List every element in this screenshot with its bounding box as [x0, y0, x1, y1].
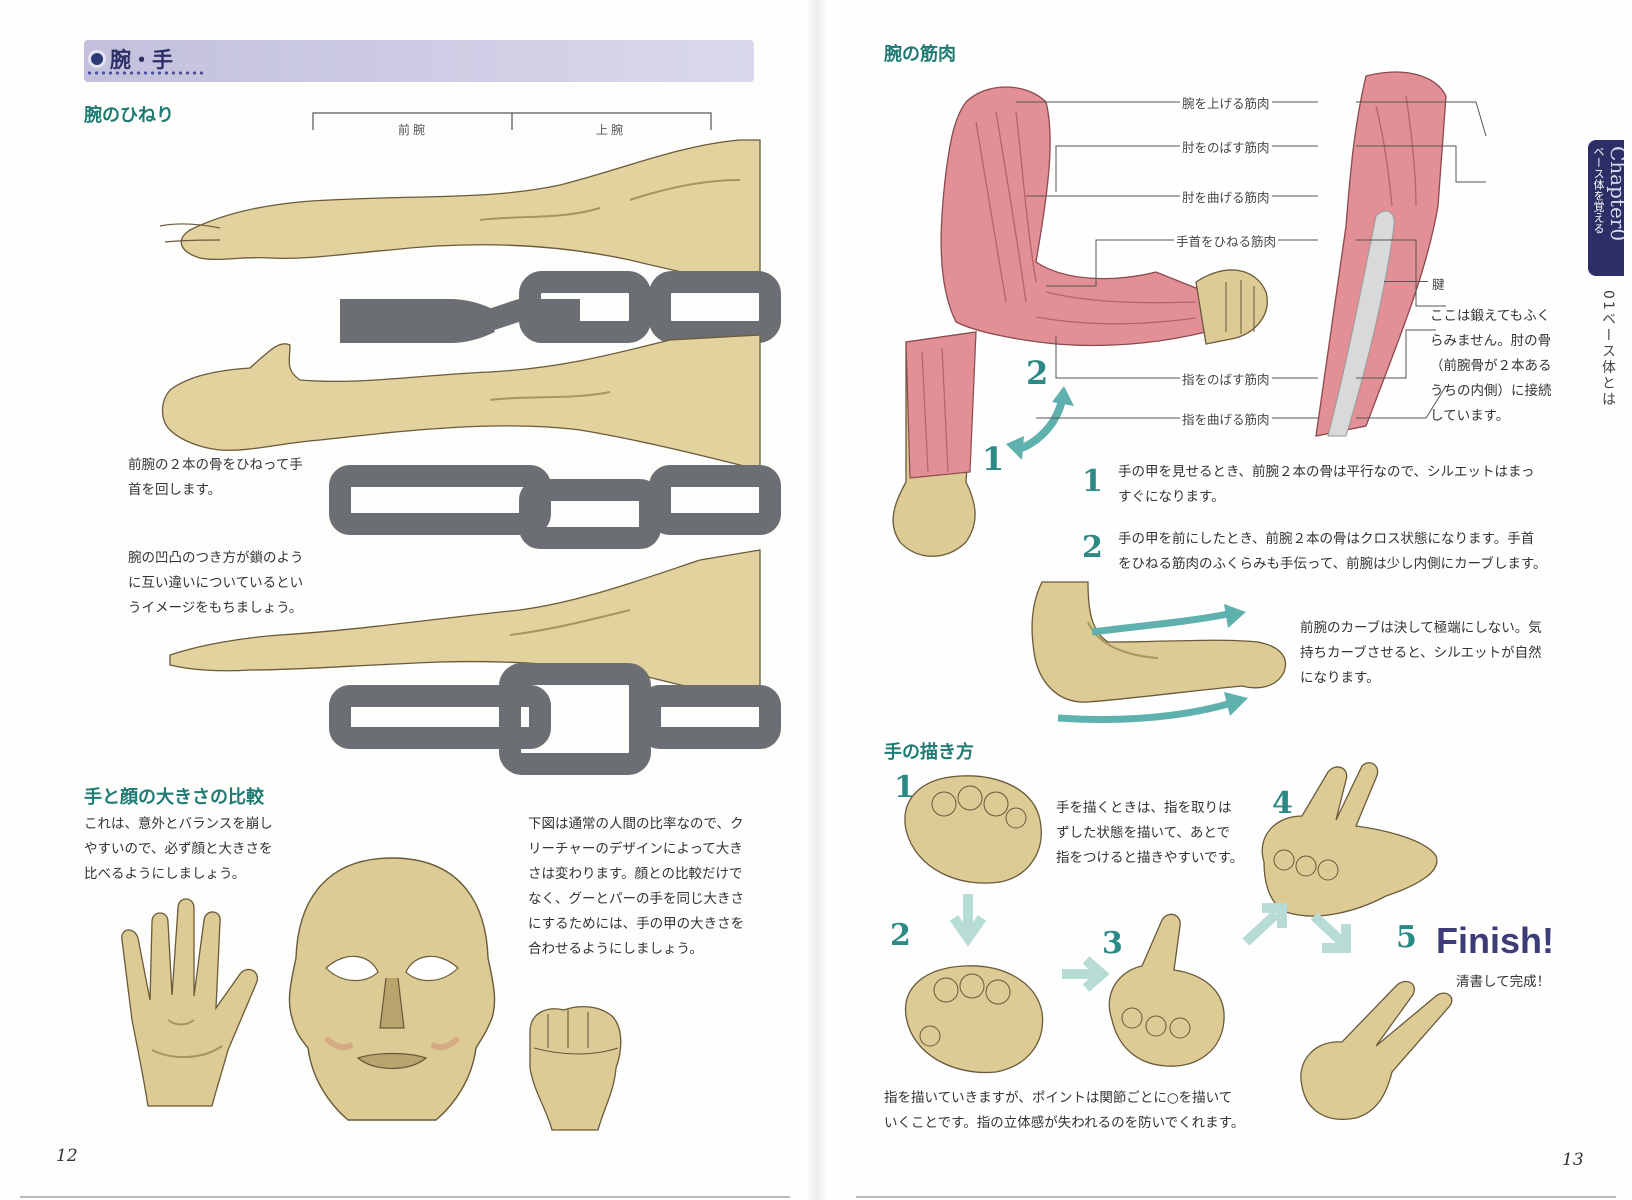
right-page: 腕の筋肉 1 2: [816, 0, 1632, 1200]
header-dots: [86, 71, 204, 75]
tendon-leader-line: [1384, 281, 1428, 282]
note-2-text: 手の甲を前にしたとき、前腕２本の骨はクロス状態になります。手首 をひねる筋肉のふ…: [1118, 531, 1547, 572]
left-page-number: 12: [56, 1146, 78, 1166]
header-gear-icon: [88, 50, 106, 68]
left-page: 腕・手 腕のひねり 前腕 上腕: [20, 40, 790, 1198]
twist-text-1: 前腕の２本の骨をひねって手 首を回します。: [128, 457, 303, 498]
chain-1: [340, 271, 781, 343]
section-size-title: 手と顔の大きさの比較: [84, 787, 264, 808]
finish-label: Finish!: [1436, 920, 1554, 961]
size-text-2: 下図は通常の人間の比率なので、ク リーチャーのデザインによって大き さは変わりま…: [528, 816, 745, 957]
chapter-side-tab: Chapter0 ベース体を覚える: [1588, 140, 1624, 276]
fist-illustration: [529, 1005, 622, 1131]
muscle-leader-lines: [1016, 101, 1487, 419]
left-bottom-rule: [20, 1196, 790, 1198]
section-hand-title: 手の描き方: [884, 742, 974, 763]
step-arrows: [949, 894, 1351, 992]
open-hand-illustration: [121, 898, 259, 1107]
step-1-text: 手を描くときは、指を取りは ずした状態を描いて、あとで 指をつけると描きやすいで…: [1056, 800, 1244, 866]
fig-number-2: 2: [1026, 354, 1049, 392]
finish-sub: 清書して完成！: [1456, 974, 1551, 990]
muscle-label-extend-finger: 指をのばす筋肉: [1180, 369, 1272, 388]
curved-forearm-illustration: [1031, 581, 1287, 723]
side-tab-chapter-label: Chapter0: [1606, 146, 1624, 242]
step-4-hand: [1261, 762, 1438, 917]
note-1-text: 手の甲を見せるとき、前腕２本の骨は平行なので、シルエットはまっ すぐになります。: [1118, 464, 1535, 505]
section-twist-title: 腕のひねり: [84, 105, 174, 126]
right-bottom-rule: [856, 1196, 1616, 1198]
header-title: 腕・手: [110, 48, 173, 72]
chain-3: [329, 663, 781, 775]
step-1-hand: [904, 775, 1042, 884]
step-2-number: 2: [890, 918, 911, 953]
head-illustration: [288, 857, 496, 1121]
section-muscle-title: 腕の筋肉: [884, 44, 956, 65]
bracket-upperarm-label: 上腕: [596, 123, 627, 137]
right-page-number: 13: [1562, 1150, 1584, 1170]
size-text-1: これは、意外とバランスを崩し やすいので、必ず顔と大きさを 比べるようにしましょ…: [84, 816, 273, 882]
forearm-upperarm-bracket: [312, 112, 712, 130]
step-5-number: 5: [1396, 920, 1417, 955]
chain-2: [329, 465, 781, 549]
side-tab-title: ベース体を覚える: [1592, 146, 1605, 234]
arm-palm-view: [161, 334, 761, 471]
arm-back-view: [159, 139, 761, 291]
rotation-arrow: [1006, 386, 1074, 460]
side-vertical-title: 01ベース体とは: [1600, 290, 1616, 408]
step-4-number: 4: [1272, 786, 1293, 821]
arm-twist-illustration: [159, 139, 781, 775]
fig-number-1: 1: [982, 440, 1005, 478]
note-1-number: 1: [1082, 464, 1103, 499]
header-band: [84, 40, 754, 82]
twist-text-2: 腕の凹凸のつき方が鎖のよう に互い違いについているとい うイメージをもちましょう…: [128, 550, 304, 616]
step-3-hand: [1108, 913, 1225, 1067]
muscle-label-extend-elbow: 肘をのばす筋肉: [1180, 137, 1272, 156]
book-gutter: [806, 0, 828, 1200]
tendon-label: 腱: [1430, 274, 1447, 293]
step-1-number: 1: [894, 770, 915, 805]
curve-text: 前腕のカーブは決して極端にしない。気 持ちカーブさせると、シルエットが自然 にな…: [1300, 620, 1542, 686]
muscle-label-bend-finger: 指を曲げる筋肉: [1180, 409, 1272, 428]
muscle-label-twist-wrist: 手首をひねる筋肉: [1174, 231, 1279, 250]
muscle-label-bend-elbow: 肘を曲げる筋肉: [1180, 187, 1272, 206]
step-3-number: 3: [1102, 926, 1123, 961]
bent-arm-muscle-illustration: [940, 86, 1268, 347]
step-5-hand: [1300, 980, 1453, 1120]
note-2-number: 2: [1082, 530, 1103, 565]
forearm-palm-muscle-illustration: [892, 331, 977, 557]
hand-bottom-text: 指を描いていきますが、ポイントは関節ごとに○を描いて いくことです。指の立体感が…: [884, 1090, 1245, 1131]
muscle-label-raise-arm: 腕を上げる筋肉: [1180, 93, 1272, 112]
raised-arm-muscle-illustration: [1315, 71, 1447, 437]
bracket-forearm-label: 前腕: [398, 123, 429, 137]
step-2-hand: [904, 965, 1044, 1074]
tendon-text: ここは鍛えてもふく らみません。肘の骨 （前腕骨が２本ある うちの内側）に接続 …: [1430, 308, 1552, 424]
